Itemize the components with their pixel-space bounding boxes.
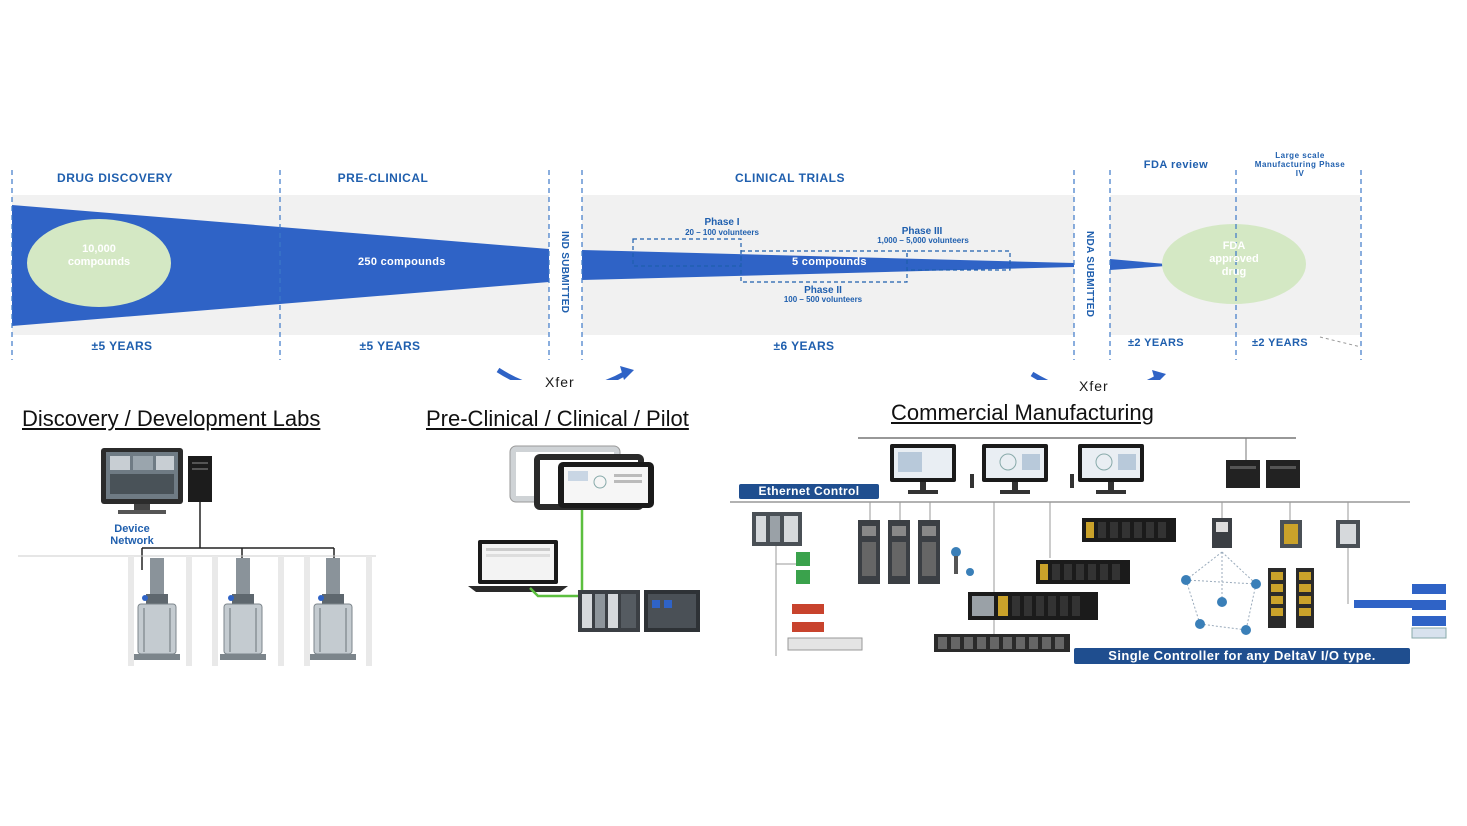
phase2-name: Phase II bbox=[804, 285, 842, 296]
xfer-label-1: Xfer bbox=[545, 374, 575, 390]
label-250-compounds: 250 compounds bbox=[358, 256, 446, 268]
operator-station-icon-2 bbox=[982, 444, 1048, 494]
stage-drug-discovery: DRUG DISCOVERY bbox=[57, 171, 173, 185]
io-cards-row-1 bbox=[1082, 518, 1176, 542]
section-title-labs: Discovery / Development Labs bbox=[22, 406, 321, 431]
timeline-graphic bbox=[11, 170, 1362, 380]
duration-clinical: ±6 YEARS bbox=[773, 339, 835, 353]
controller-icon-yellow bbox=[1280, 520, 1302, 548]
charm-io-rack-2 bbox=[888, 520, 910, 584]
duration-pre-clinical: ±5 YEARS bbox=[359, 339, 421, 353]
io-cards-row-2 bbox=[1036, 560, 1130, 584]
xfer-label-2: Xfer bbox=[1079, 378, 1109, 394]
stage-pre-clinical: PRE-CLINICAL bbox=[337, 171, 429, 185]
tablet-icon-front bbox=[558, 462, 654, 508]
fieldbus-modules-icon bbox=[1354, 584, 1447, 639]
label-device-network: Device Network bbox=[110, 523, 154, 547]
label-10000-compounds: 10,000 compounds bbox=[67, 243, 131, 268]
xfer-arrow-1 bbox=[496, 367, 628, 380]
server-icon bbox=[1226, 460, 1300, 488]
section-title-pilot: Pre-Clinical / Clinical / Pilot bbox=[426, 406, 689, 431]
bubble-fda-approved bbox=[1162, 224, 1306, 304]
stage-clinical-trials: CLINICAL TRIALS bbox=[735, 171, 845, 185]
stage-large-scale: Large scale Manufacturing Phase IV bbox=[1254, 151, 1346, 178]
charm-io-rack-3 bbox=[918, 520, 940, 584]
commercial-illustration bbox=[730, 437, 1447, 656]
milestone-nda-submitted: NDA SUBMITTED bbox=[1084, 231, 1095, 318]
ethernet-control-badge: Ethernet Control bbox=[739, 484, 879, 499]
io-cards-bottom-row bbox=[934, 634, 1070, 652]
milestone-ind-submitted: IND SUBMITTED bbox=[559, 231, 570, 314]
workstation-monitor-icon bbox=[101, 448, 183, 514]
transmitter-icon bbox=[951, 547, 961, 557]
laptop-icon bbox=[468, 540, 568, 592]
single-controller-badge: Single Controller for any DeltaV I/O typ… bbox=[1074, 648, 1410, 664]
wireless-gateway-icon bbox=[1212, 518, 1232, 548]
operator-station-icon-3 bbox=[1070, 444, 1144, 494]
phase3-volunteers: 1,000 – 5,000 volunteers bbox=[877, 236, 969, 245]
duration-discovery: ±5 YEARS bbox=[91, 339, 153, 353]
bioreactor-icon-2 bbox=[220, 558, 266, 660]
phase3-box bbox=[906, 250, 1011, 271]
duration-phase4: ±2 YEARS bbox=[1251, 337, 1309, 349]
label-5-compounds: 5 compounds bbox=[792, 256, 867, 268]
stage-fda-review: FDA review bbox=[1143, 159, 1209, 171]
phase1-volunteers: 20 – 100 volunteers bbox=[685, 228, 759, 237]
phase3-name: Phase III bbox=[901, 226, 943, 237]
controller-icon-left bbox=[752, 512, 802, 546]
charm-io-rack-1 bbox=[858, 520, 880, 584]
controller-icon-right bbox=[1336, 520, 1360, 548]
phase2-volunteers: 100 – 500 volunteers bbox=[783, 295, 863, 304]
bioreactor-icon-3 bbox=[310, 558, 356, 660]
phase2-box bbox=[740, 250, 908, 283]
pilot-illustration bbox=[468, 445, 700, 632]
io-module-green-1 bbox=[796, 552, 810, 566]
io-carrier-yellow-1 bbox=[1268, 568, 1286, 628]
workstation-tower-icon bbox=[188, 456, 212, 502]
io-cards-row-3 bbox=[968, 592, 1098, 620]
duration-fda: ±2 YEARS bbox=[1127, 337, 1185, 349]
phase1-name: Phase I bbox=[704, 217, 740, 228]
io-carrier-yellow-2 bbox=[1296, 568, 1314, 628]
io-module-red-1 bbox=[792, 604, 824, 614]
wireless-mesh-icon bbox=[1185, 551, 1257, 631]
label-fda-approved-drug: FDA approved drug bbox=[1209, 240, 1259, 278]
section-title-commercial: Commercial Manufacturing bbox=[891, 400, 1154, 425]
controller-rack-icon bbox=[578, 590, 700, 632]
bioreactor-icon-1 bbox=[134, 558, 180, 660]
operator-station-icon-1 bbox=[890, 444, 974, 494]
io-module-green-2 bbox=[796, 570, 810, 584]
funnel-fda bbox=[1110, 259, 1166, 270]
funnel-clinical bbox=[582, 250, 1074, 280]
io-terminal-strip bbox=[787, 637, 863, 651]
bubble-10000 bbox=[27, 219, 171, 307]
labs-illustration bbox=[18, 448, 376, 666]
io-module-red-2 bbox=[792, 622, 824, 632]
